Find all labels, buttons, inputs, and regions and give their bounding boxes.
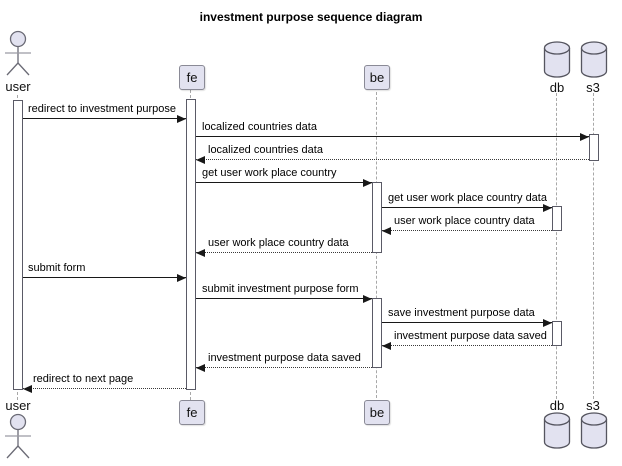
arrowhead-icon: [196, 364, 205, 372]
message-label: get user work place country data: [388, 192, 547, 204]
message-arrow: [382, 204, 552, 212]
message-arrow: [196, 133, 589, 141]
message-label: localized countries data: [208, 144, 323, 156]
arrowhead-icon: [363, 179, 372, 187]
arrowhead-icon: [543, 319, 552, 327]
message-arrow: [23, 274, 186, 282]
message-arrow: [196, 156, 589, 164]
participant-label-s3-bottom: s3: [586, 398, 600, 413]
participant-be-label: be: [369, 70, 385, 85]
participant-label-user-bottom: user: [5, 398, 31, 413]
s3-database-icon: [580, 412, 608, 449]
message-arrow: [196, 364, 372, 372]
arrowhead-icon: [363, 295, 372, 303]
message-arrow: [23, 115, 186, 123]
activation-bar-db-1: [552, 206, 562, 231]
activation-bar-fe: [186, 99, 196, 390]
message-label: user work place country data: [394, 215, 535, 227]
participant-be-label: be: [369, 405, 385, 420]
arrowhead-icon: [382, 342, 391, 350]
participant-fe-top: fe: [179, 65, 205, 90]
message-arrow: [196, 179, 372, 187]
participant-label-s3-top: s3: [586, 80, 600, 95]
db-database-icon: [543, 412, 571, 449]
activation-bar-db-2: [552, 321, 562, 346]
activation-bar-be-2: [372, 298, 382, 368]
lifeline-db: [556, 93, 557, 399]
activation-bar-user: [13, 100, 23, 390]
message-label: investment purpose data saved: [208, 352, 361, 364]
participant-be-bottom: be: [364, 400, 390, 425]
user-actor-icon: [5, 30, 31, 76]
participant-label-db-top: db: [549, 80, 565, 95]
message-arrow: [196, 295, 372, 303]
activation-bar-s3: [589, 134, 599, 161]
message-arrow: [382, 319, 552, 327]
participant-fe-label: fe: [186, 405, 198, 420]
activation-bar-be-1: [372, 182, 382, 253]
participant-label-user-top: user: [5, 79, 31, 94]
participant-be-top: be: [364, 65, 390, 90]
user-actor-icon: [5, 413, 31, 459]
message-arrow: [382, 227, 552, 235]
message-label: submit form: [28, 262, 86, 274]
participant-label-db-bottom: db: [549, 398, 565, 413]
message-label: submit investment purpose form: [202, 283, 359, 295]
message-label: localized countries data: [202, 121, 317, 133]
arrowhead-icon: [543, 204, 552, 212]
diagram-title: investment purpose sequence diagram: [199, 10, 423, 24]
message-arrow: [196, 249, 372, 257]
arrowhead-icon: [196, 156, 205, 164]
arrowhead-icon: [382, 227, 391, 235]
participant-fe-label: fe: [186, 70, 198, 85]
message-label: save investment purpose data: [388, 307, 535, 319]
message-label: investment purpose data saved: [394, 330, 547, 342]
message-label: redirect to next page: [33, 373, 134, 385]
message-arrow: [382, 342, 552, 350]
arrowhead-icon: [196, 249, 205, 257]
message-arrow: [23, 385, 186, 393]
participant-fe-bottom: fe: [179, 400, 205, 425]
arrowhead-icon: [177, 115, 186, 123]
s3-database-icon: [580, 41, 608, 78]
lifeline-s3: [593, 93, 594, 399]
message-label: user work place country data: [208, 237, 349, 249]
message-label: get user work place country: [202, 167, 337, 179]
message-label: redirect to investment purpose: [28, 103, 176, 115]
db-database-icon: [543, 41, 571, 78]
arrowhead-icon: [580, 133, 589, 141]
arrowhead-icon: [177, 274, 186, 282]
arrowhead-icon: [23, 385, 32, 393]
